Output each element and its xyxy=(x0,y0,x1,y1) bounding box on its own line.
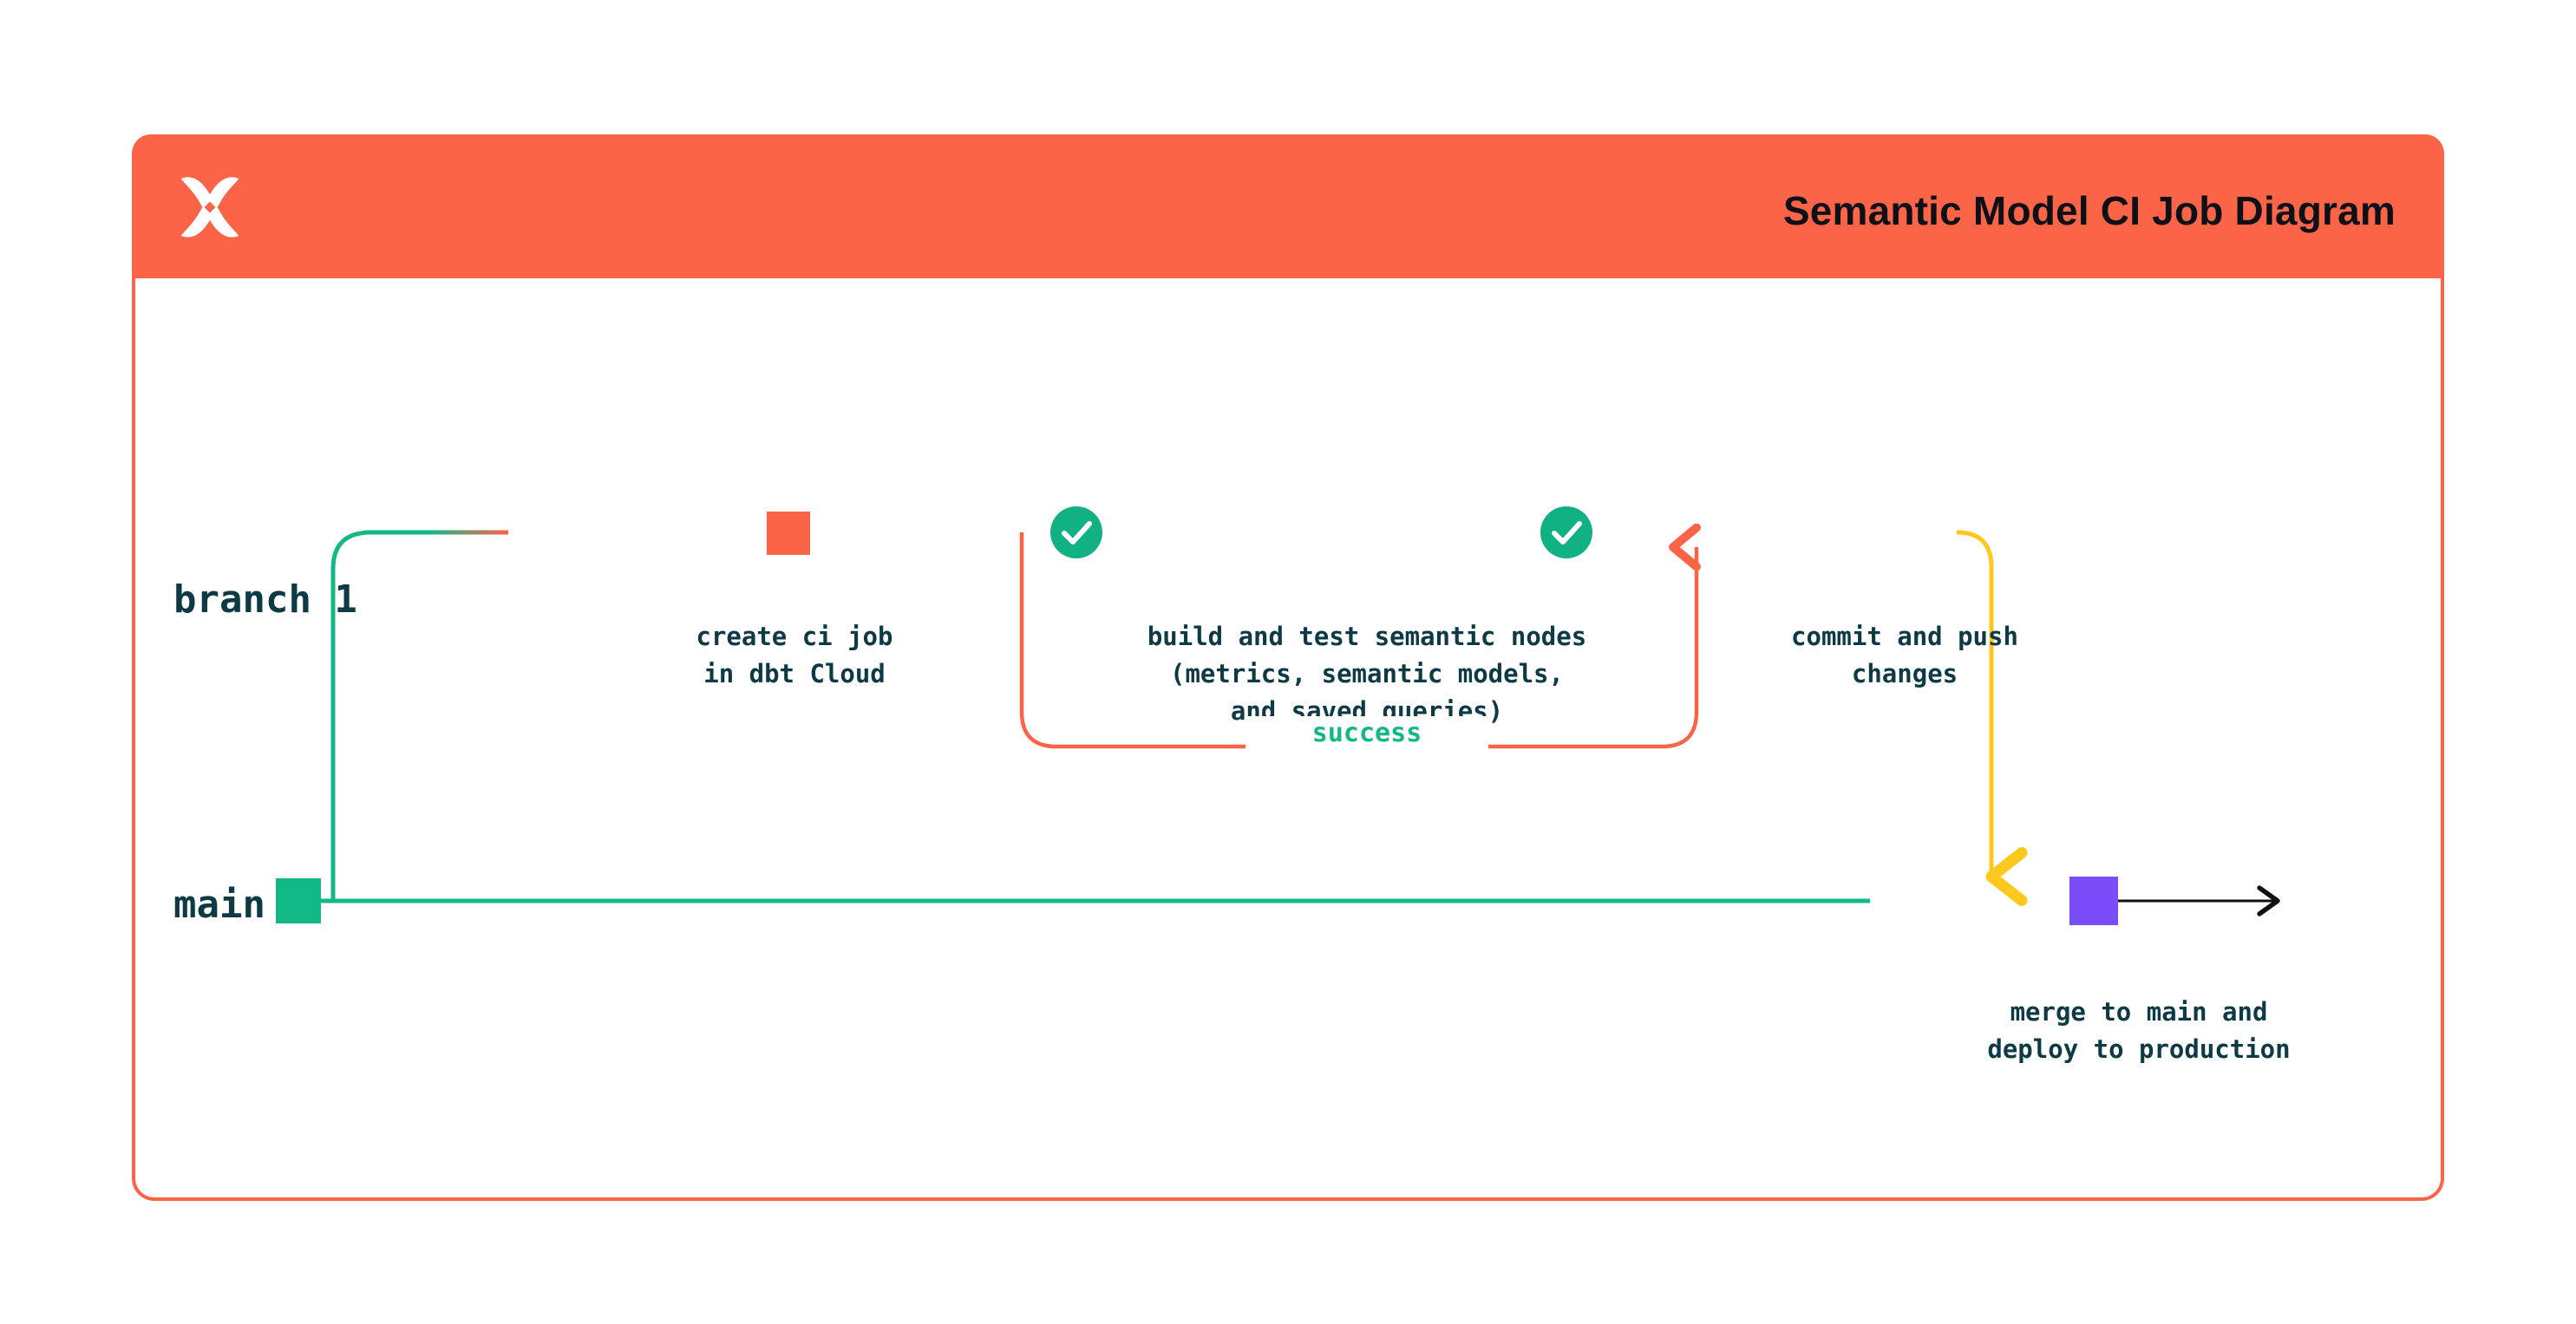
main-start-node xyxy=(276,878,321,923)
build-and-test-check-icon xyxy=(1050,506,1102,558)
diagram-card: Semantic Model CI Job Diagram xyxy=(132,134,2444,1201)
lane-label-main: main xyxy=(173,883,265,927)
caption-create-ci-job: create ci job in dbt Cloud xyxy=(696,622,893,688)
dbt-x-logo-icon xyxy=(170,167,250,247)
create-ci-job-node xyxy=(767,512,810,555)
branch-off-stem xyxy=(330,530,508,901)
caption-commit-and-push: commit and push changes xyxy=(1791,622,2018,688)
card-header: Semantic Model CI Job Diagram xyxy=(132,134,2444,287)
caption-merge-to-main: merge to main and deploy to production xyxy=(1987,997,2291,1064)
merge-to-main-node xyxy=(2069,877,2118,925)
merge-connector-path xyxy=(1956,530,2028,906)
success-loop-label: success xyxy=(1246,716,1488,750)
card-body: branch 1 main create ci job in dbt Cloud… xyxy=(132,278,2444,1201)
lane-label-branch-1: branch 1 xyxy=(173,577,357,622)
commit-and-push-check-icon xyxy=(1540,506,1592,558)
caption-build-and-test: build and test semantic nodes (metrics, … xyxy=(1147,622,1587,726)
page-title: Semantic Model CI Job Diagram xyxy=(1782,188,2396,233)
